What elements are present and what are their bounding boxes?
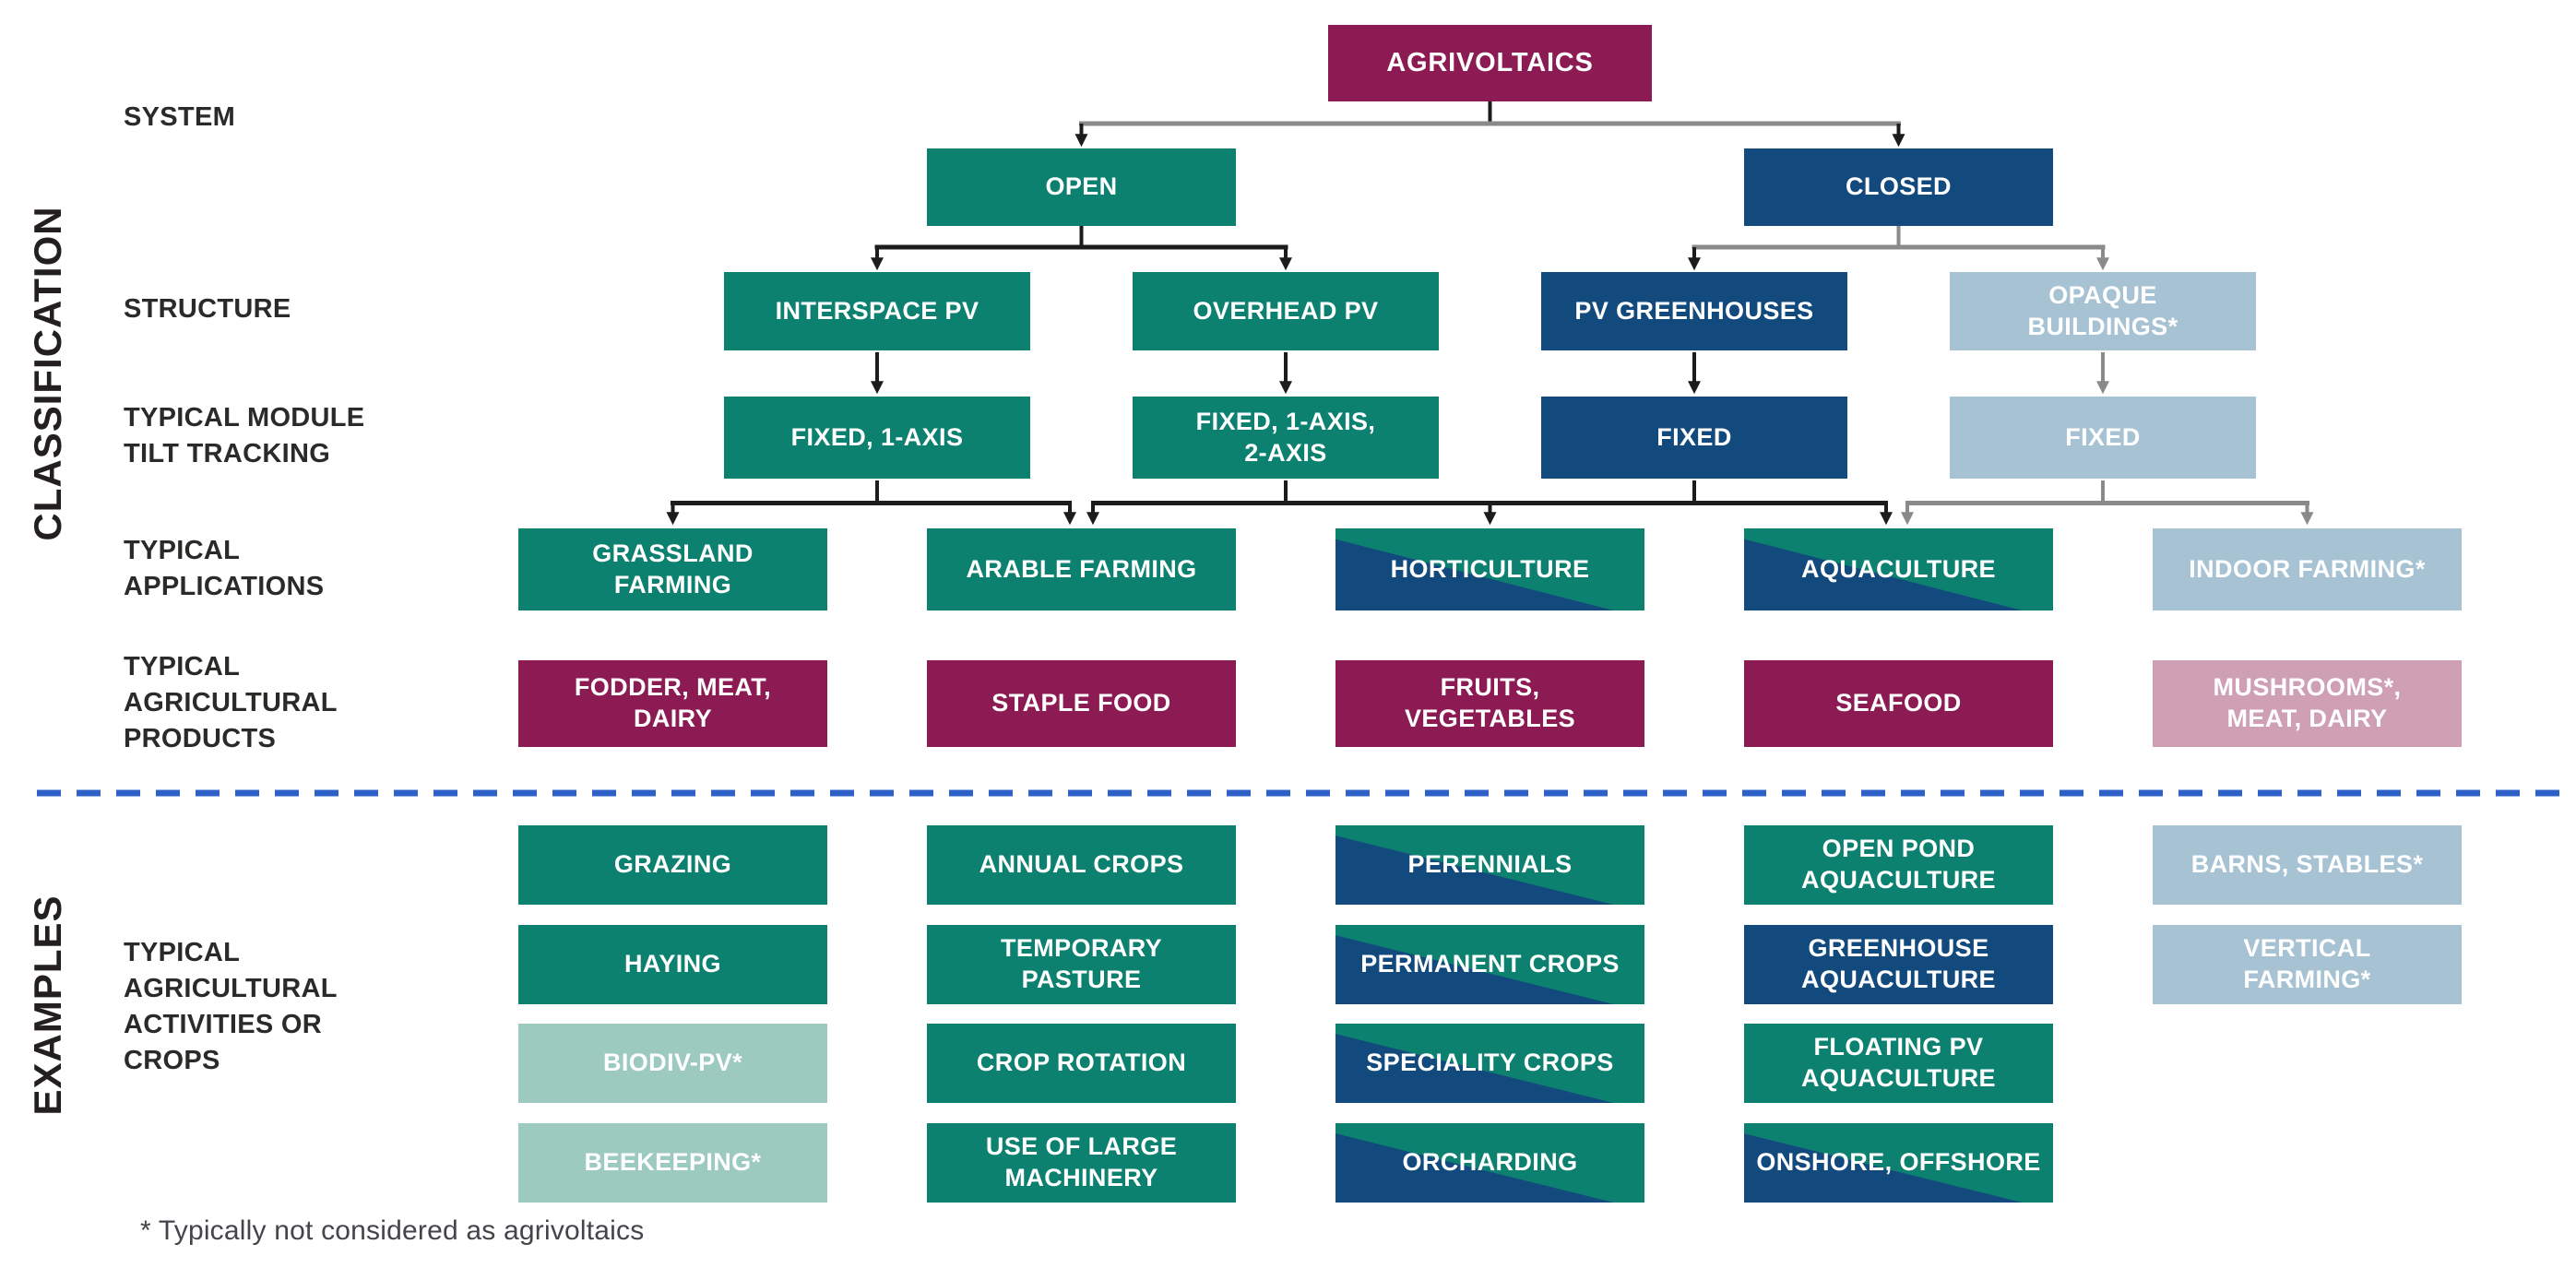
node-open: OPEN xyxy=(927,148,1236,226)
node-closed: CLOSED xyxy=(1744,148,2053,226)
node-barns-stables: BARNS, STABLES* xyxy=(2153,825,2462,905)
node-greenhouse-aquaculture-label: GREENHOUSE AQUACULTURE xyxy=(1801,934,1996,993)
node-interspace-pv-label: INTERSPACE PV xyxy=(775,296,979,325)
node-arable-farming: ARABLE FARMING xyxy=(927,528,1236,610)
node-large-machinery: USE OF LARGE MACHINERY xyxy=(927,1123,1236,1203)
row-label-structure: STRUCTURE xyxy=(124,294,291,324)
node-mushrooms-meat-dairy-label: MUSHROOMS*, MEAT, DAIRY xyxy=(2213,673,2402,732)
node-fodder-meat-dairy-label: FODDER, MEAT, DAIRY xyxy=(574,673,772,732)
node-open-label: OPEN xyxy=(1045,172,1118,201)
section-label-examples: EXAMPLES xyxy=(26,895,69,1116)
node-horticulture-label: HORTICULTURE xyxy=(1390,554,1590,583)
node-crop-rotation-label: CROP ROTATION xyxy=(976,1049,1187,1077)
row-label-activities: TYPICAL AGRICULTURAL ACTIVITIES OR CROPS xyxy=(124,938,338,1076)
node-large-machinery-label: USE OF LARGE MACHINERY xyxy=(985,1132,1178,1191)
node-overhead-pv-label: OVERHEAD PV xyxy=(1193,296,1379,325)
node-floating-pv-aquaculture: FLOATING PV AQUACULTURE xyxy=(1744,1024,2053,1103)
node-agrivoltaics-label: AGRIVOLTAICS xyxy=(1386,48,1594,78)
node-vertical-farming-label: VERTICAL FARMING* xyxy=(2243,934,2371,993)
node-beekeeping-label: BEEKEEPING* xyxy=(584,1148,762,1177)
node-annual-crops: ANNUAL CROPS xyxy=(927,825,1236,905)
node-annual-crops-label: ANNUAL CROPS xyxy=(979,850,1184,879)
node-tilt-interspace-label: FIXED, 1-AXIS xyxy=(790,422,964,451)
section-label-classification: CLASSIFICATION xyxy=(26,206,69,541)
node-onshore-offshore-label: ONSHORE, OFFSHORE xyxy=(1756,1148,2041,1177)
node-tilt-opaque-label: FIXED xyxy=(2065,422,2141,451)
node-overhead-pv: OVERHEAD PV xyxy=(1133,272,1439,350)
node-open-pond-aquaculture-label: OPEN POND AQUACULTURE xyxy=(1801,835,1996,894)
node-aquaculture-label: AQUACULTURE xyxy=(1801,554,1996,583)
node-pv-greenhouses: PV GREENHOUSES xyxy=(1541,272,1847,350)
node-open-pond-aquaculture: OPEN POND AQUACULTURE xyxy=(1744,825,2053,905)
row-label-applications: TYPICAL APPLICATIONS xyxy=(124,536,325,602)
node-permanent-crops-label: PERMANENT CROPS xyxy=(1360,950,1620,978)
node-opaque-buildings: OPAQUE BUILDINGS* xyxy=(1950,272,2256,350)
node-fruits-vegetables-label: FRUITS, VEGETABLES xyxy=(1404,673,1576,732)
node-orcharding: ORCHARDING xyxy=(1335,1123,1644,1203)
node-barns-stables-label: BARNS, STABLES* xyxy=(2190,850,2424,879)
node-onshore-offshore: ONSHORE, OFFSHORE xyxy=(1744,1123,2053,1203)
row-label-system: SYSTEM xyxy=(124,102,236,132)
node-closed-label: CLOSED xyxy=(1846,172,1952,201)
node-fodder-meat-dairy: FODDER, MEAT, DAIRY xyxy=(518,660,827,747)
footnote: * Typically not considered as agrivoltai… xyxy=(140,1215,645,1246)
node-agrivoltaics: AGRIVOLTAICS xyxy=(1328,25,1652,101)
node-tilt-overhead: FIXED, 1-AXIS, 2-AXIS xyxy=(1133,397,1439,479)
node-orcharding-label: ORCHARDING xyxy=(1402,1148,1578,1177)
node-horticulture: HORTICULTURE xyxy=(1335,528,1644,610)
row-label-products: TYPICAL AGRICULTURAL PRODUCTS xyxy=(124,652,338,754)
node-pv-greenhouses-label: PV GREENHOUSES xyxy=(1574,296,1814,325)
node-seafood: SEAFOOD xyxy=(1744,660,2053,747)
node-permanent-crops: PERMANENT CROPS xyxy=(1335,925,1644,1004)
node-indoor-farming: INDOOR FARMING* xyxy=(2153,528,2462,610)
node-tilt-interspace: FIXED, 1-AXIS xyxy=(724,397,1030,479)
node-opaque-buildings-label: OPAQUE BUILDINGS* xyxy=(2027,280,2178,340)
node-crop-rotation: CROP ROTATION xyxy=(927,1024,1236,1103)
node-fruits-vegetables: FRUITS, VEGETABLES xyxy=(1335,660,1644,747)
node-speciality-crops: SPECIALITY CROPS xyxy=(1335,1024,1644,1103)
node-tilt-pvgh-label: FIXED xyxy=(1656,422,1732,451)
node-floating-pv-aquaculture-label: FLOATING PV AQUACULTURE xyxy=(1801,1033,1996,1092)
node-biodiv-pv-label: BIODIV-PV* xyxy=(602,1049,743,1077)
node-tilt-opaque: FIXED xyxy=(1950,397,2256,479)
node-grazing: GRAZING xyxy=(518,825,827,905)
node-biodiv-pv: BIODIV-PV* xyxy=(518,1024,827,1103)
node-staple-food: STAPLE FOOD xyxy=(927,660,1236,747)
node-vertical-farming: VERTICAL FARMING* xyxy=(2153,925,2462,1004)
node-staple-food-label: STAPLE FOOD xyxy=(991,689,1171,717)
node-perennials: PERENNIALS xyxy=(1335,825,1644,905)
node-perennials-label: PERENNIALS xyxy=(1407,850,1573,879)
node-haying-label: HAYING xyxy=(624,950,721,978)
node-tilt-pvgh: FIXED xyxy=(1541,397,1847,479)
node-haying: HAYING xyxy=(518,925,827,1004)
node-mushrooms-meat-dairy: MUSHROOMS*, MEAT, DAIRY xyxy=(2153,660,2462,747)
row-label-tilt: TYPICAL MODULE TILT TRACKING xyxy=(124,403,365,469)
node-grazing-label: GRAZING xyxy=(613,850,732,879)
node-temporary-pasture: TEMPORARY PASTURE xyxy=(927,925,1236,1004)
node-aquaculture: AQUACULTURE xyxy=(1744,528,2053,610)
node-greenhouse-aquaculture: GREENHOUSE AQUACULTURE xyxy=(1744,925,2053,1004)
node-interspace-pv: INTERSPACE PV xyxy=(724,272,1030,350)
node-indoor-farming-label: INDOOR FARMING* xyxy=(2189,554,2426,583)
node-grassland-farming-label: GRASSLAND FARMING xyxy=(592,539,754,598)
node-seafood-label: SEAFOOD xyxy=(1835,689,1962,717)
node-arable-farming-label: ARABLE FARMING xyxy=(966,554,1197,583)
node-temporary-pasture-label: TEMPORARY PASTURE xyxy=(1000,934,1163,993)
node-beekeeping: BEEKEEPING* xyxy=(518,1123,827,1203)
node-tilt-overhead-label: FIXED, 1-AXIS, 2-AXIS xyxy=(1195,407,1376,467)
node-grassland-farming: GRASSLAND FARMING xyxy=(518,528,827,610)
node-speciality-crops-label: SPECIALITY CROPS xyxy=(1366,1049,1614,1077)
